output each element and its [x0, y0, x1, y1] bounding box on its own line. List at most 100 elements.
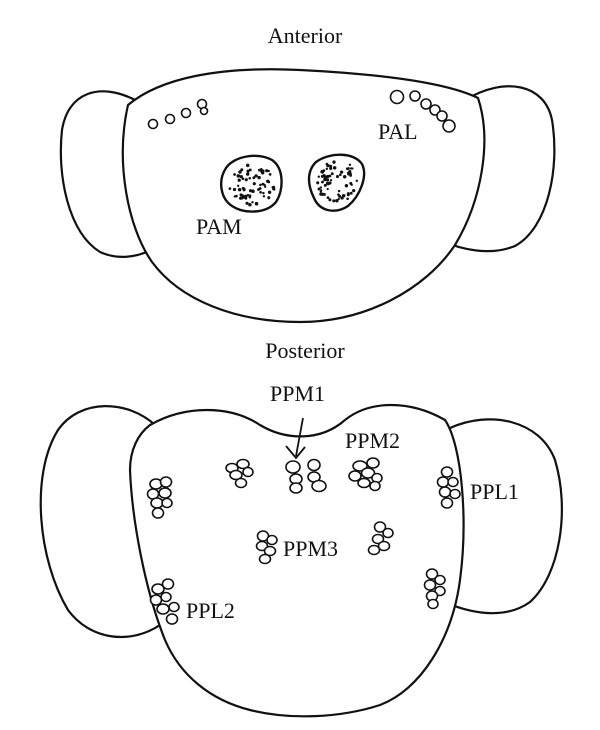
pam-stipple-dot — [268, 173, 272, 176]
pam-stipple-dot — [245, 201, 249, 205]
ppl1-label: PPL1 — [470, 479, 519, 504]
pam-stipple-dot — [328, 174, 332, 178]
anterior-left-cluster — [147, 98, 209, 130]
posterior-title: Posterior — [265, 338, 345, 363]
pam-stipple-dot — [258, 168, 261, 172]
posterior-central-brain — [128, 404, 465, 718]
pam-stipple-dot — [346, 197, 349, 201]
pam-stipple-dot — [324, 178, 327, 181]
ppl2-cluster — [149, 578, 180, 625]
pam-stipple-dot — [237, 187, 242, 192]
pam-stipple-dot — [335, 174, 340, 179]
pam-stipple-dot — [329, 166, 333, 170]
posterior-cell-clusters — [146, 457, 461, 625]
ppm2-cluster — [348, 457, 383, 492]
pam-stipple-dot — [255, 203, 259, 206]
pam-stipple-dot — [248, 202, 252, 207]
pam-stipple-dot — [330, 172, 334, 176]
pam-stipple-dot — [244, 178, 248, 182]
pam-stipple-dot — [235, 194, 238, 198]
pam-stipple-dot — [320, 189, 323, 192]
posterior-right-lower-cluster — [423, 568, 446, 610]
pam-stipple-dot — [342, 174, 347, 179]
pam-stipple-dot — [240, 168, 244, 172]
pam-stipple-dot — [242, 189, 246, 192]
pam-stipple-dot — [238, 170, 242, 174]
pam-stipple-dot — [251, 201, 254, 204]
pam-stipple-dot — [349, 173, 353, 177]
pam-stipple-dot — [254, 174, 258, 178]
pam-stipple-dot — [241, 177, 245, 181]
pam-stipple-dot — [263, 183, 266, 187]
pam-stipple-dot — [337, 197, 340, 201]
pam-stipple-dot — [319, 186, 323, 189]
ppm1-arrow — [285, 417, 306, 460]
pam-stipple-dot — [262, 191, 265, 195]
pam-stipple-dot — [326, 187, 329, 191]
pam-stipple-dot — [257, 175, 261, 180]
pam-stipple-dot — [317, 175, 320, 178]
pam-stipple-dot — [348, 163, 352, 167]
pam-stipple-dot — [257, 188, 260, 191]
pam-stipple-dot — [252, 182, 256, 186]
pam-stipple-dot — [316, 181, 320, 185]
pam-stipple-dot — [236, 174, 241, 178]
pam-stipple-dot — [245, 163, 250, 168]
pam-stipple-dot — [329, 164, 333, 168]
pam-stipple-dot — [260, 170, 263, 173]
pam-stipple-dot — [323, 183, 327, 187]
pam-stipple-dot — [326, 164, 330, 168]
pam-stipple-dot — [237, 184, 240, 187]
ppm3-right-cluster — [367, 521, 394, 556]
pam-stipple-dot — [267, 190, 272, 194]
pam-stipple-dot — [332, 160, 336, 164]
posterior-right-optic-lobe — [438, 418, 563, 615]
pam-stipple-dot — [326, 196, 330, 199]
pam-stipple-dot — [323, 175, 328, 179]
pam-stipple-dot — [328, 198, 332, 202]
ppl2-label: PPL2 — [186, 598, 235, 623]
pam-stipple-dot — [248, 194, 252, 197]
pam-stipple-dot — [332, 199, 336, 203]
pam-stipple-dot — [317, 187, 321, 191]
posterior-left-upper-cluster — [146, 476, 173, 519]
pam-stipple-dot — [237, 178, 241, 182]
pam-stipple-dot — [347, 171, 350, 175]
pam-stipple-dot — [323, 193, 326, 196]
pam-stipple-dot — [355, 179, 359, 183]
pam-stipple-dot — [267, 180, 271, 184]
ppm3-left-cluster — [255, 530, 278, 565]
pam-stipple-dot — [328, 181, 332, 185]
pam-stipple-dot — [335, 198, 339, 203]
pam-stipple-dot — [267, 196, 271, 200]
pam-stipple-dot — [321, 180, 324, 184]
pam-stipple-dot — [337, 189, 341, 193]
pam-stipple-dot — [248, 189, 253, 193]
pam-stipple-dot — [345, 167, 349, 171]
pam-left-blob — [220, 154, 283, 213]
pam-stipple-dot — [233, 173, 236, 176]
pam-stipple-dot — [260, 167, 263, 171]
pam-stipple-dot — [228, 187, 232, 190]
ppm3-label: PPM3 — [283, 536, 338, 561]
pam-stipple-dot — [352, 188, 356, 193]
pam-stipple-dot — [239, 175, 243, 179]
pam-label: PAM — [196, 214, 242, 239]
pam-stipple-dot — [264, 185, 267, 188]
pam-stipple-dot — [345, 183, 348, 187]
pam-stipple-dot — [259, 183, 262, 187]
pal-label: PAL — [378, 119, 418, 144]
pam-stipple-dot — [252, 176, 256, 180]
pam-stipple-dot — [246, 172, 250, 176]
anterior-view: Anterior PAL PAM — [59, 23, 556, 324]
pam-stipple-dot — [259, 190, 262, 194]
pam-stipple-dot — [246, 169, 250, 173]
pam-stipple-dot — [338, 173, 342, 177]
pam-stipple-dot — [240, 196, 244, 200]
pam-stipple-dot — [244, 194, 248, 199]
pam-stipple-dot — [246, 193, 250, 197]
pam-stipple-dot — [337, 193, 340, 196]
pam-stipple-dot — [349, 167, 353, 170]
pam-stipple-dot — [248, 168, 252, 172]
